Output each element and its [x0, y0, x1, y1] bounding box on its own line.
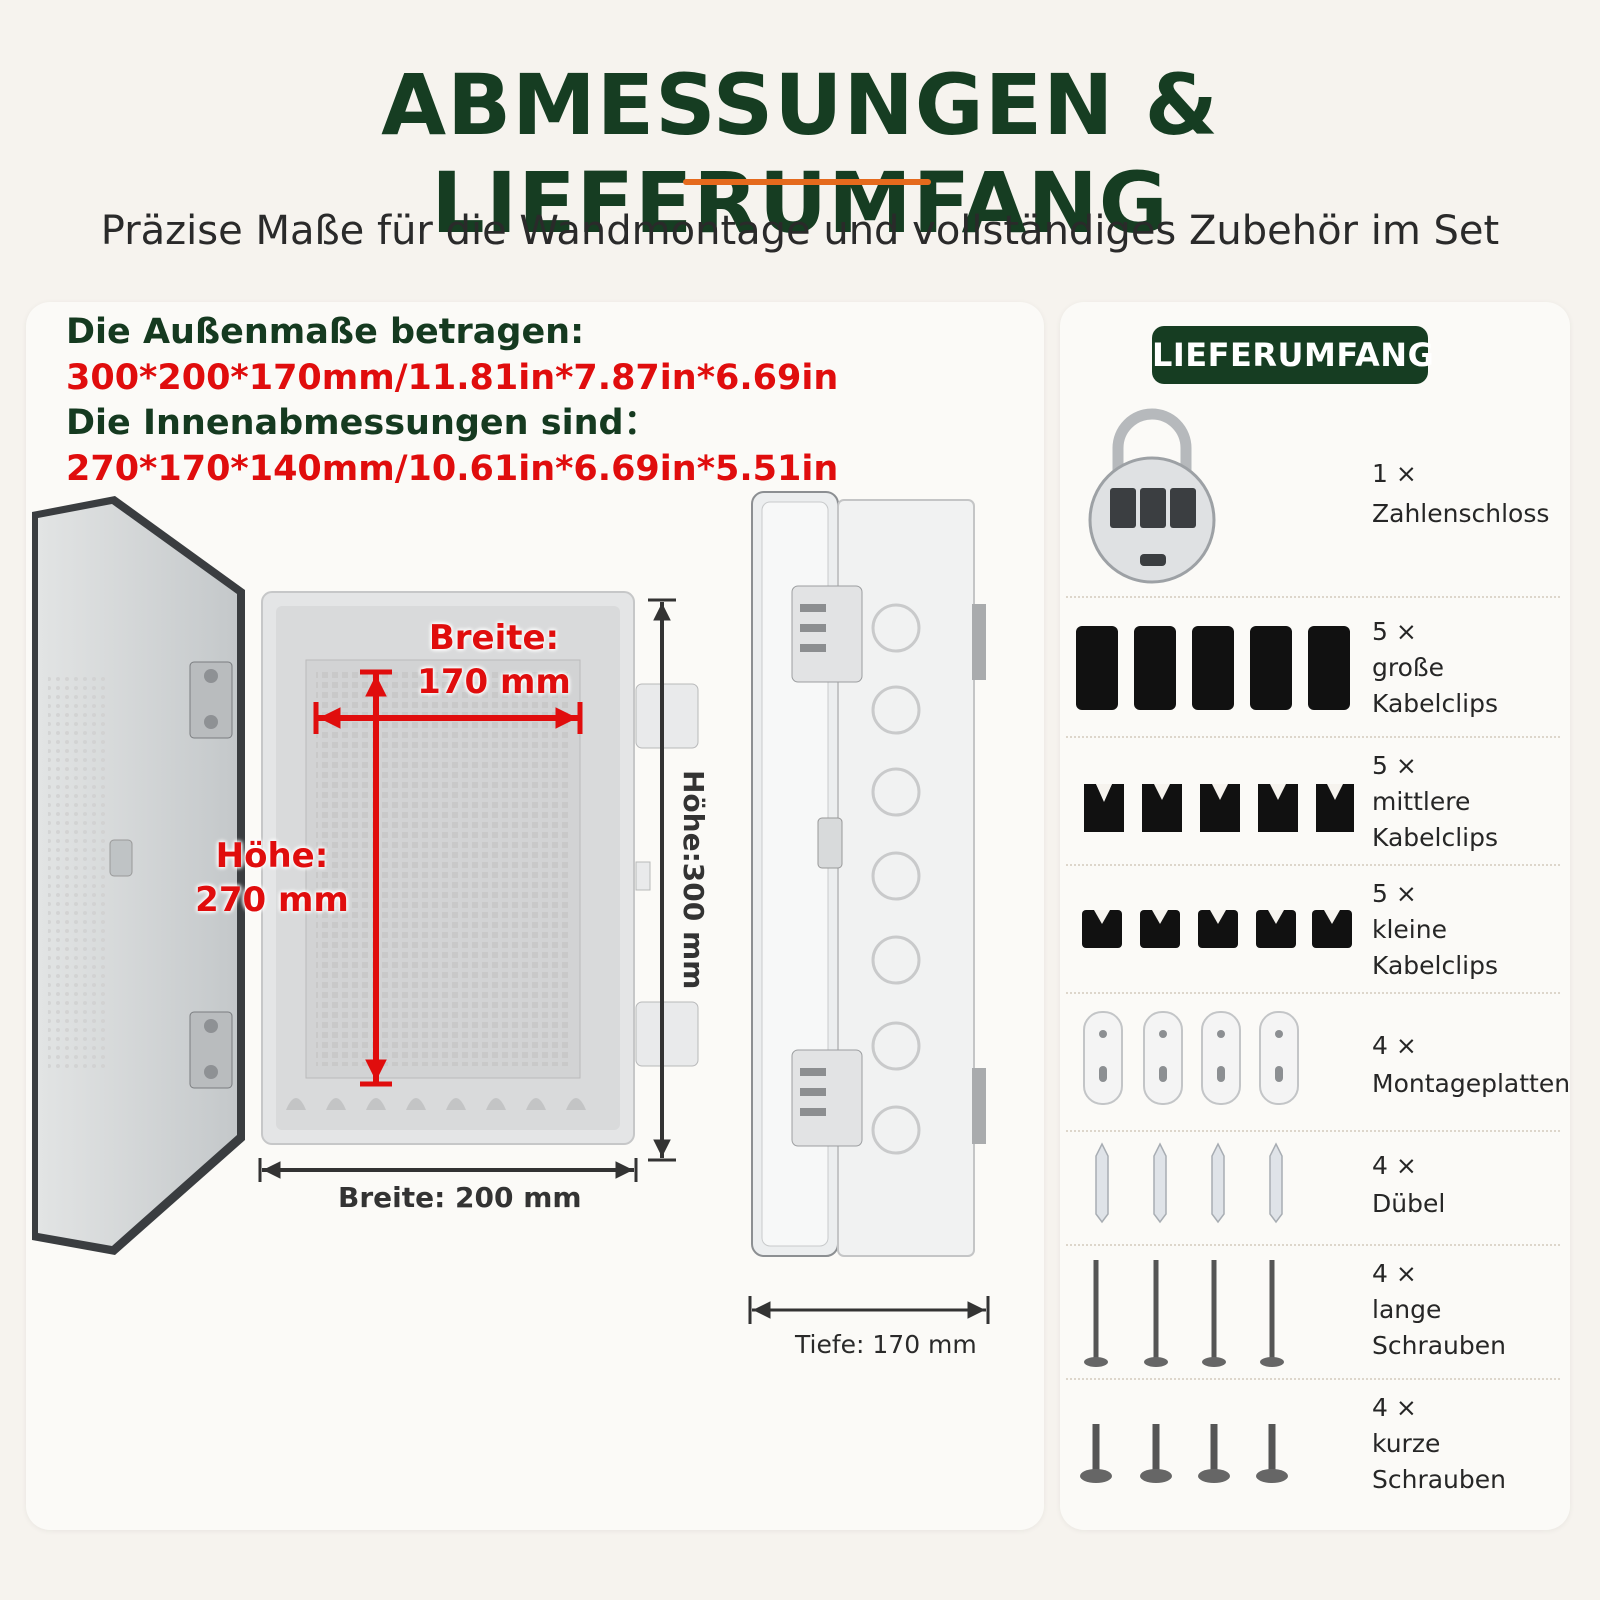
list-item: 1 × Zahlenschloss	[1066, 396, 1560, 598]
depth-label: Tiefe: 170 mm	[795, 1330, 977, 1359]
outer-dimensions-value: 300*200*170mm/11.81in*7.87in*6.69in	[66, 358, 839, 398]
list-item: 5 × kleine Kabelclips	[1066, 866, 1560, 994]
item-quantity: 4 ×	[1372, 1393, 1417, 1422]
inner-height-label: Höhe: 270 mm	[192, 834, 352, 922]
item-label: große	[1372, 653, 1445, 682]
item-quantity: 5 ×	[1372, 879, 1417, 908]
item-quantity: 4 ×	[1372, 1151, 1417, 1180]
item-label: Kabelclips	[1372, 689, 1499, 718]
outer-height-arrow	[648, 598, 676, 1162]
item-label: lange	[1372, 1295, 1442, 1324]
inner-width-arrow	[313, 702, 583, 734]
list-item: 4 × Dübel	[1066, 1132, 1560, 1246]
inner-width-value: 170 mm	[417, 662, 571, 702]
inner-dimensions-label: Die Innenabmessungen sind：	[66, 403, 659, 443]
padlock-icon	[1088, 408, 1216, 584]
item-label: Montageplatten	[1372, 1069, 1571, 1098]
list-item: 5 × mittlere Kabelclips	[1066, 738, 1560, 866]
small-cable-clip-icon	[1082, 910, 1352, 948]
open-enclosure-body	[261, 591, 699, 1145]
inner-height-arrow	[360, 669, 392, 1087]
list-item: 4 × kurze Schrauben	[1066, 1380, 1560, 1514]
inner-height-title: Höhe:	[215, 836, 329, 876]
inner-width-label: Breite: 170 mm	[414, 616, 574, 704]
contents-badge: LIEFERUMFANG	[1152, 326, 1434, 384]
depth-arrow	[748, 1296, 990, 1324]
divider	[1066, 1378, 1560, 1380]
transparent-lid	[32, 496, 245, 1255]
divider	[1066, 864, 1560, 866]
item-label: kurze	[1372, 1429, 1441, 1458]
title-underline	[683, 179, 931, 185]
item-label: Dübel	[1372, 1189, 1446, 1218]
divider	[1066, 736, 1560, 738]
item-quantity: 1 ×	[1372, 459, 1417, 488]
item-quantity: 5 ×	[1372, 751, 1417, 780]
list-item: 5 × große Kabelclips	[1066, 598, 1560, 738]
outer-height-label: Höhe:300 mm	[677, 770, 710, 990]
medium-cable-clip-icon	[1084, 784, 1354, 832]
divider	[1066, 1130, 1560, 1132]
item-label: Kabelclips	[1372, 951, 1499, 980]
page-subtitle: Präzise Maße für die Wandmontage und vol…	[100, 208, 1500, 254]
list-item: 4 × Montageplatten	[1066, 994, 1570, 1132]
item-label: kleine	[1372, 915, 1447, 944]
mounting-plate-icon	[1083, 1011, 1299, 1105]
item-label: Schrauben	[1372, 1465, 1506, 1494]
item-label: mittlere	[1372, 787, 1471, 816]
outer-width-label: Breite: 200 mm	[338, 1181, 582, 1214]
item-label: Zahlenschloss	[1372, 499, 1550, 528]
outer-width-arrow	[258, 1158, 638, 1182]
item-quantity: 5 ×	[1372, 617, 1417, 646]
inner-width-title: Breite:	[428, 618, 560, 658]
wall-plug-icon	[1095, 1142, 1283, 1224]
divider	[1066, 1244, 1560, 1246]
list-item: 4 × lange Schrauben	[1066, 1246, 1560, 1380]
inner-height-value: 270 mm	[195, 880, 349, 920]
item-quantity: 4 ×	[1372, 1031, 1417, 1060]
large-cable-clip-icon	[1076, 626, 1350, 710]
divider	[1066, 992, 1560, 994]
long-screw-icon	[1084, 1260, 1284, 1367]
enclosure-side-view	[751, 491, 986, 1257]
item-quantity: 4 ×	[1372, 1259, 1417, 1288]
short-screw-icon	[1080, 1424, 1288, 1483]
item-label: Kabelclips	[1372, 823, 1499, 852]
divider	[1066, 596, 1560, 598]
page-title: ABMESSUNGEN & LIEFERUMFANG	[381, 56, 1219, 252]
enclosure-illustration	[32, 491, 990, 1324]
outer-dimensions-label: Die Außenmaße betragen:	[66, 312, 585, 352]
inner-dimensions-value: 270*170*140mm/10.61in*6.69in*5.51in	[66, 449, 839, 489]
item-label: Schrauben	[1372, 1331, 1506, 1360]
